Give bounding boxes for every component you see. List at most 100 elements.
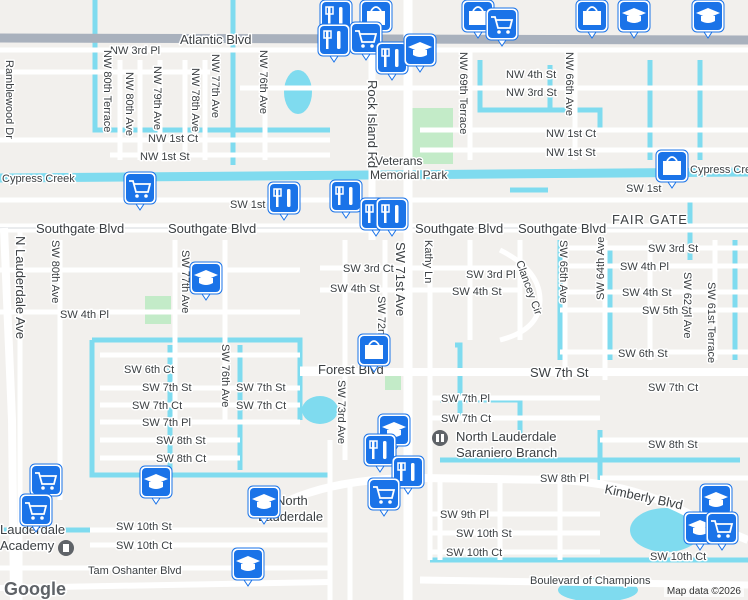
label-sw-61st-terrace: SW 61st Terrace (705, 282, 717, 363)
label-sw-4th-st-e: SW 4th St (452, 286, 502, 298)
canal-mid-1 (92, 337, 303, 420)
shopping-bag-icon[interactable] (655, 149, 689, 189)
label-sw-8th-ct-w: SW 8th Ct (156, 453, 206, 465)
label-sw-7th-pl-w: SW 7th Pl (142, 417, 191, 429)
label-sw-7th-ct-w2: SW 7th Ct (236, 400, 286, 412)
school-icon[interactable] (231, 547, 265, 587)
label-sw-7th-st-w2: SW 7th St (236, 382, 286, 394)
shopping-cart-icon[interactable] (485, 7, 519, 47)
clancey-cir-road (498, 247, 543, 343)
label-academy-2: Academy (0, 538, 55, 553)
label-sw-76th-ave: SW 76th Ave (219, 344, 231, 407)
shopping-cart-icon[interactable] (367, 477, 401, 517)
label-sw-7th-ct-w1: SW 7th Ct (132, 400, 182, 412)
label-sw-7th-ct-e: SW 7th Ct (648, 382, 698, 394)
label-nw-76th-ave: NW 76th Ave (257, 50, 269, 114)
shopping-cart-icon[interactable] (123, 171, 157, 211)
restaurant-icon[interactable] (267, 181, 301, 221)
label-nw-77th-ave: NW 77th Ave (209, 54, 221, 118)
school-icon[interactable] (699, 483, 733, 523)
label-nw-3rd-pl: NW 3rd Pl (110, 45, 160, 57)
label-sw-8th-st-e: SW 8th St (648, 439, 698, 451)
label-sw-7th-pl-m: SW 7th Pl (441, 393, 490, 405)
restaurant-icon[interactable] (363, 433, 397, 473)
label-sw-73rd-ave: SW 73rd Ave (335, 380, 347, 444)
library-icon[interactable] (432, 430, 448, 446)
label-n-lauderdale-ave: N Lauderdale Ave (13, 236, 28, 339)
street-labels: Atlantic Blvd Southgate Blvd Southgate B… (0, 31, 748, 589)
school-icon[interactable] (139, 465, 173, 505)
label-nw-1st-st-e: NW 1st St (546, 147, 596, 159)
label-nw-69th-terrace: NW 69th Terrace (457, 52, 469, 134)
canal-south-3 (455, 342, 463, 420)
svg-text:Google: Google (4, 579, 66, 599)
label-kathy-ln: Kathy Ln (422, 240, 434, 283)
poi-pins[interactable] (19, 0, 739, 587)
shopping-bag-icon[interactable] (357, 333, 391, 373)
label-nw-80th-terrace: NW 80th Terrace (101, 50, 113, 132)
label-sw-65th-ave: SW 65th Ave (557, 240, 569, 303)
restaurant-icon[interactable] (329, 179, 363, 219)
label-sw-7th-st: SW 7th St (530, 365, 589, 380)
restaurant-icon[interactable] (391, 455, 425, 495)
canal-mid-west (89, 340, 330, 478)
school-icon[interactable] (247, 485, 281, 525)
school-icon[interactable] (617, 0, 651, 39)
label-sw-1st-e: SW 1st (626, 183, 661, 195)
lake-3 (302, 396, 338, 424)
label-nw-1st-ct-e: NW 1st Ct (546, 128, 596, 140)
label-boulevard-of-champions: Boulevard of Champions (530, 575, 651, 587)
label-sw-4th-pl-e: SW 4th Pl (620, 261, 669, 273)
shopping-cart-icon[interactable] (705, 511, 739, 551)
label-sw-8th-st-w: SW 8th St (156, 435, 206, 447)
academy-marker-icon[interactable] (58, 540, 74, 556)
restaurant-icon[interactable] (375, 41, 409, 81)
school-icon[interactable] (403, 33, 437, 73)
shopping-bag-icon[interactable] (575, 0, 609, 39)
label-nw-3rd-st: NW 3rd St (506, 87, 557, 99)
canal-north-2 (477, 60, 603, 130)
tam-oshanter-road (0, 579, 331, 591)
label-memorial-park: Memorial Park (370, 168, 448, 182)
label-atlantic-blvd: Atlantic Blvd (180, 32, 252, 47)
label-sw-4th-pl-w: SW 4th Pl (60, 309, 109, 321)
label-sw-6th-ct: SW 6th Ct (124, 364, 174, 376)
svg-text:Google: Google (4, 579, 66, 599)
label-nw-66th-ave: NW 66th Ave (563, 52, 575, 116)
label-sw-1st-w: SW 1st (230, 199, 265, 211)
label-sw-4th-st-mid: SW 4th St (330, 283, 380, 295)
shopping-cart-icon[interactable] (349, 21, 383, 61)
park-green-3 (385, 372, 401, 390)
label-southgate-blvd-3: Southgate Blvd (415, 221, 503, 236)
school-icon[interactable] (189, 261, 223, 301)
label-sw-3rd-ct: SW 3rd Ct (343, 263, 394, 275)
restaurant-icon[interactable] (317, 23, 351, 63)
label-sw-10th-ct-e: SW 10th Ct (650, 551, 706, 563)
lake-1 (284, 70, 312, 114)
label-sw-5th-st: SW 5th St (642, 305, 692, 317)
label-sw-3rd-st: SW 3rd St (648, 243, 698, 255)
label-library-1: North Lauderdale (456, 429, 556, 444)
label-sw-4th-st-far: SW 4th St (622, 287, 672, 299)
label-sw-77th-ave: SW 77th Ave (179, 250, 191, 313)
school-icon[interactable] (691, 0, 725, 39)
kimberly-blvd-road (288, 473, 748, 544)
label-sw-10th-st-w: SW 10th St (116, 521, 172, 533)
label-sw-3rd-pl: SW 3rd Pl (466, 269, 516, 281)
label-veterans: Veterans (375, 154, 422, 168)
label-cypress-creek-e: Cypress Creek (690, 164, 748, 176)
label-sw-10th-ct-w: SW 10th Ct (116, 540, 172, 552)
label-library-2: Saraniero Branch (456, 445, 557, 460)
label-southgate-blvd-1: Southgate Blvd (36, 221, 124, 236)
label-sw-71st-ave: SW 71st Ave (393, 242, 408, 316)
restaurant-icon[interactable] (375, 197, 409, 237)
label-fair-gate: FAIR GATE (612, 212, 688, 227)
label-sw-6th-st: SW 6th St (618, 348, 668, 360)
label-north: North (276, 493, 308, 508)
label-sw-62nd-ave: SW 62nd Ave (681, 272, 693, 338)
label-nw-78th-ave: NW 78th Ave (189, 68, 201, 132)
label-nw-1st-st-w: NW 1st St (140, 151, 190, 163)
label-ramblewood-dr: Ramblewood Dr (3, 60, 15, 139)
shopping-cart-icon[interactable] (19, 493, 53, 533)
